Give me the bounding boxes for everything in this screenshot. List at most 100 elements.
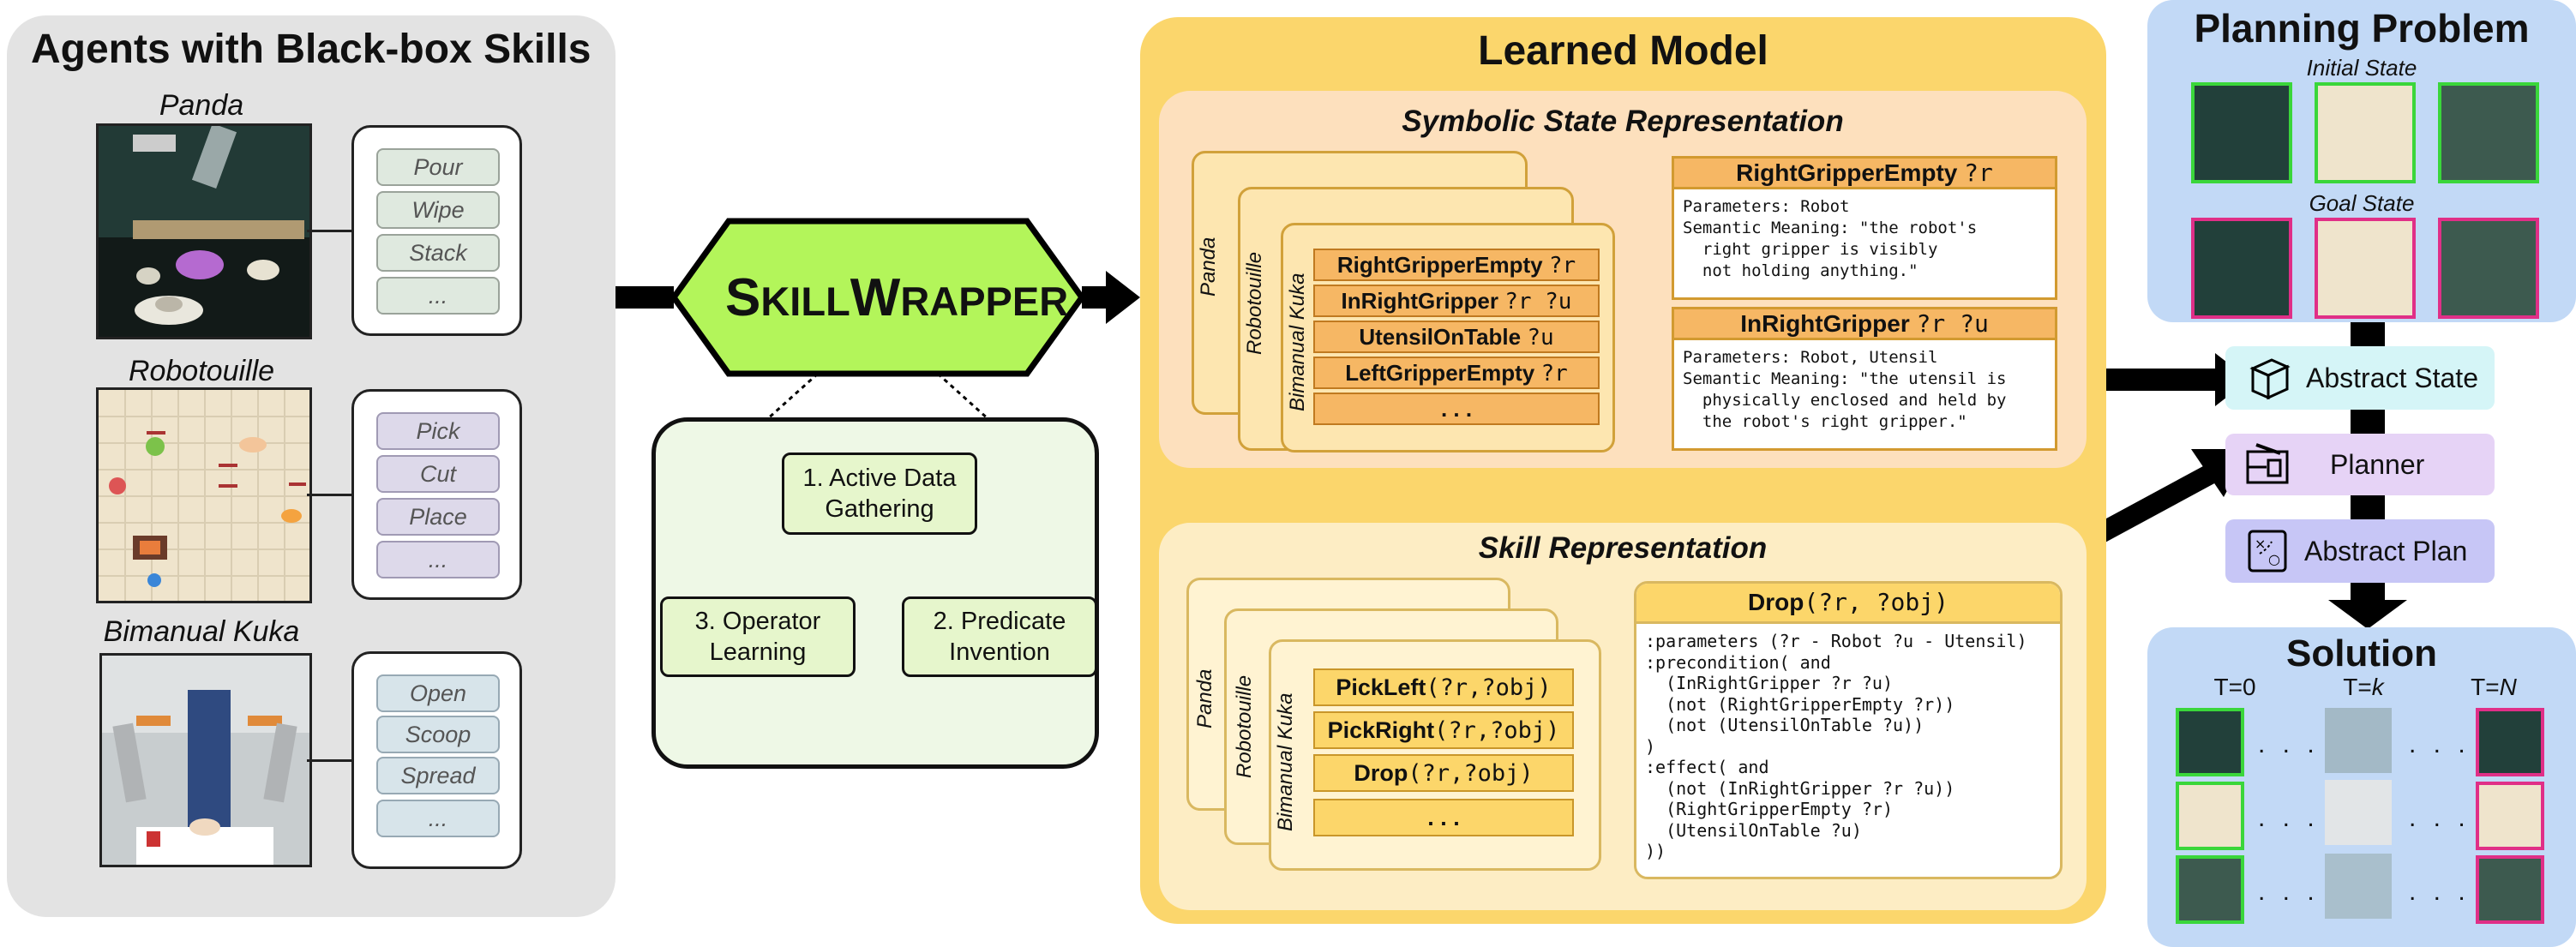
abstract-plan-box[interactable]: × ○ Abstract Plan bbox=[2225, 519, 2495, 583]
goal-state-label: Goal State bbox=[2309, 190, 2415, 216]
tk-label: T=k bbox=[2308, 674, 2419, 701]
panda-connector bbox=[307, 230, 351, 232]
predicate-row[interactable]: InRightGripper ?r ?u bbox=[1313, 285, 1600, 317]
predicate-name: LeftGripperEmpty bbox=[1345, 360, 1535, 386]
skill-name: PickRight bbox=[1327, 717, 1435, 743]
skill-row[interactable]: PickLeft(?r,?obj) bbox=[1313, 668, 1574, 706]
tn-label: T=N bbox=[2438, 674, 2549, 701]
ellipsis: . . . bbox=[2258, 804, 2320, 832]
skill-stack[interactable]: Stack bbox=[376, 234, 500, 272]
goal-kuka-thumb bbox=[2438, 218, 2539, 319]
skill-wipe[interactable]: Wipe bbox=[376, 191, 500, 229]
skill-title: Skill Representation bbox=[1478, 531, 1768, 565]
skill-row[interactable]: PickRight(?r,?obj) bbox=[1313, 711, 1574, 749]
initial-kuka-thumb bbox=[2438, 82, 2539, 183]
learning-loop-box bbox=[652, 417, 1099, 769]
sol-panda-tn bbox=[2476, 708, 2544, 776]
robot-name-panda: Panda bbox=[159, 89, 244, 122]
planner-label: Planner bbox=[2330, 448, 2425, 480]
sol-robotouille-tk bbox=[2325, 780, 2392, 845]
predicate-row[interactable]: LeftGripperEmpty ?r bbox=[1313, 357, 1600, 389]
predicate-args: ?r bbox=[1540, 361, 1568, 387]
operator-definition: Drop(?r, ?obj) :parameters (?r - Robot ?… bbox=[1634, 581, 2063, 879]
skill-more[interactable]: ... bbox=[376, 541, 500, 578]
robotouille-connector bbox=[307, 494, 351, 496]
skill-cut[interactable]: Cut bbox=[376, 455, 500, 493]
predicate-row[interactable]: RightGripperEmpty ?r bbox=[1313, 249, 1600, 281]
stack-label-panda: Panda bbox=[1197, 237, 1220, 297]
skill-pour[interactable]: Pour bbox=[376, 148, 500, 186]
skill-place[interactable]: Place bbox=[376, 498, 500, 536]
logo-w: W bbox=[850, 268, 901, 327]
panda-skill-card: Pour Wipe Stack ... bbox=[351, 125, 522, 336]
planner-box[interactable]: Planner bbox=[2225, 434, 2495, 495]
robotouille-photo bbox=[96, 387, 312, 603]
t0-label: T=0 bbox=[2213, 674, 2256, 700]
blueprint-icon bbox=[2246, 443, 2289, 484]
kuka-photo bbox=[99, 653, 312, 867]
skill-name: . . . bbox=[1427, 805, 1460, 830]
stack-label-kuka: Bimanual Kuka bbox=[1286, 273, 1309, 411]
ellipsis: . . . bbox=[2258, 730, 2320, 758]
solution-title: Solution bbox=[2286, 632, 2437, 674]
predicate-name: UtensilOnTable bbox=[1359, 324, 1522, 350]
sol-robotouille-t0 bbox=[2176, 782, 2244, 850]
sol-panda-tk bbox=[2325, 708, 2392, 773]
operator-args: (?r, ?obj) bbox=[1804, 588, 1949, 616]
skill-open[interactable]: Open bbox=[376, 674, 500, 712]
predicate-row[interactable]: UtensilOnTable ?u bbox=[1313, 321, 1600, 353]
operator-name: Drop bbox=[1748, 589, 1804, 615]
abstract-state-box[interactable]: Abstract State bbox=[2225, 346, 2495, 410]
operator-body: :parameters (?r - Robot ?u - Utensil) :p… bbox=[1645, 631, 2027, 861]
skill-pick[interactable]: Pick bbox=[376, 412, 500, 450]
skill-name: Drop bbox=[1354, 760, 1408, 786]
skillwrapper-logo: SKILLWRAPPER bbox=[725, 267, 1068, 328]
tk-prefix: T= bbox=[2343, 674, 2372, 700]
step-operator-learning[interactable]: 3. Operator Learning bbox=[660, 596, 856, 677]
skill-row[interactable]: . . . bbox=[1313, 799, 1574, 836]
kuka-connector bbox=[307, 759, 351, 762]
skill-label-robotouille: Robotouille bbox=[1233, 674, 1256, 778]
logo-kill: KILL bbox=[760, 279, 850, 324]
sol-kuka-t0 bbox=[2176, 855, 2244, 924]
stack-label-robotouille: Robotouille bbox=[1243, 251, 1266, 355]
robot-name-robotouille: Robotouille bbox=[128, 355, 275, 387]
sol-panda-t0 bbox=[2176, 708, 2244, 776]
goal-robotouille-thumb bbox=[2315, 218, 2416, 319]
predicate-args: ?r bbox=[1548, 253, 1576, 279]
skill-row[interactable]: Drop(?r,?obj) bbox=[1313, 754, 1574, 792]
logo-s: S bbox=[725, 268, 761, 327]
svg-text:○: ○ bbox=[2268, 551, 2280, 567]
initial-robotouille-thumb bbox=[2315, 82, 2416, 183]
predicate-row[interactable]: . . . bbox=[1313, 393, 1600, 425]
sol-kuka-tn bbox=[2476, 855, 2544, 924]
skill-scoop[interactable]: Scoop bbox=[376, 716, 500, 753]
skill-more[interactable]: ... bbox=[376, 800, 500, 837]
predicate-args: ?u bbox=[1527, 325, 1554, 351]
def-body: Parameters: Robot, Utensil Semantic Mean… bbox=[1683, 348, 2007, 431]
learned-model-title: Learned Model bbox=[1478, 28, 1768, 74]
kuka-skill-card: Open Scoop Spread ... bbox=[351, 651, 522, 869]
predicate-name: . . . bbox=[1440, 396, 1473, 422]
skill-spread[interactable]: Spread bbox=[376, 757, 500, 794]
skill-args: (?r,?obj) bbox=[1408, 760, 1534, 787]
ellipsis: . . . bbox=[2409, 804, 2471, 832]
step-active-data-gathering[interactable]: 1. Active Data Gathering bbox=[782, 453, 977, 535]
sol-kuka-tk bbox=[2325, 854, 2392, 919]
skill-label-panda: Panda bbox=[1193, 668, 1216, 728]
svg-text:×: × bbox=[2255, 536, 2266, 552]
goal-panda-thumb bbox=[2191, 218, 2292, 319]
tk-variable: k bbox=[2371, 674, 2384, 700]
skill-more[interactable]: ... bbox=[376, 277, 500, 315]
planning-title: Planning Problem bbox=[2194, 6, 2530, 51]
skill-name: PickLeft bbox=[1336, 674, 1426, 700]
skill-label-kuka: Bimanual Kuka bbox=[1274, 692, 1297, 831]
ellipsis: . . . bbox=[2409, 878, 2471, 906]
skill-args: (?r,?obj) bbox=[1434, 717, 1560, 744]
def-args: ?r bbox=[1964, 159, 1993, 187]
def-body: Parameters: Robot Semantic Meaning: "the… bbox=[1683, 197, 1978, 280]
plan-board-icon: × ○ bbox=[2248, 530, 2287, 572]
step-predicate-invention[interactable]: 2. Predicate Invention bbox=[902, 596, 1097, 677]
predicate-args: ?r ?u bbox=[1504, 289, 1572, 315]
